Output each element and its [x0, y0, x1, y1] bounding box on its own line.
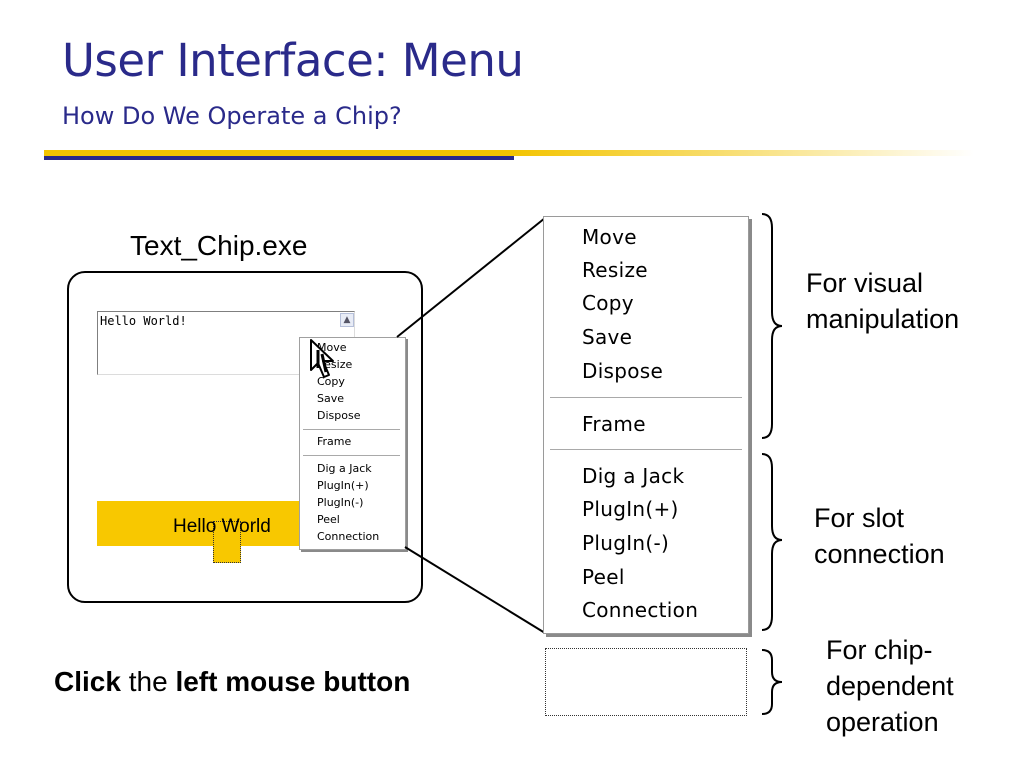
small-menu-item-plugin-plus[interactable]: PlugIn(+) [317, 479, 369, 492]
chip-dependent-menu-placeholder [545, 648, 747, 716]
chip-label: Hello World [173, 516, 271, 537]
large-menu-separator [550, 397, 742, 399]
group-label-line: For visual [806, 268, 924, 298]
small-menu-item-save[interactable]: Save [317, 392, 345, 405]
small-context-menu [299, 337, 406, 550]
large-menu-item-plugin-minus[interactable]: PlugIn(-) [582, 531, 670, 555]
small-menu-item-peel[interactable]: Peel [317, 513, 340, 526]
large-menu-item-plugin-plus[interactable]: PlugIn(+) [582, 497, 679, 521]
instruction-the: the [128, 666, 168, 697]
chevron-up-icon[interactable]: ▲ [340, 313, 354, 327]
large-menu-item-save[interactable]: Save [582, 325, 633, 349]
large-menu-item-dig-a-jack[interactable]: Dig a Jack [582, 464, 685, 488]
small-menu-item-dispose[interactable]: Dispose [317, 409, 361, 422]
group-label-line: connection [814, 539, 945, 569]
instruction-button: left mouse button [175, 666, 411, 697]
large-menu-item-frame[interactable]: Frame [582, 412, 646, 436]
group-label-line: manipulation [806, 304, 960, 334]
instruction-text: Click the left mouse button [54, 666, 410, 698]
large-menu-separator [550, 449, 742, 451]
group-label-line: operation [826, 707, 939, 737]
exe-label: Text_Chip.exe [130, 230, 308, 261]
arrow-cursor-icon [310, 339, 334, 378]
small-menu-item-copy[interactable]: Copy [317, 375, 345, 388]
title-rule-yellow [44, 150, 974, 156]
chip-body-left [97, 501, 213, 546]
chip-plug [213, 521, 241, 563]
small-menu-item-connection[interactable]: Connection [317, 530, 380, 543]
slide-title: User Interface: Menu [62, 34, 524, 87]
large-menu-item-copy[interactable]: Copy [582, 291, 634, 315]
group-label-line: dependent [826, 671, 954, 701]
group-label-chip-dependent: For chip- dependent operation [826, 632, 954, 740]
small-menu-separator [303, 455, 400, 457]
title-rule-blue [44, 156, 514, 160]
group-label-line: For chip- [826, 635, 933, 665]
large-menu-item-peel[interactable]: Peel [582, 565, 625, 589]
small-menu-item-frame[interactable]: Frame [317, 435, 352, 448]
small-menu-item-plugin-minus[interactable]: PlugIn(-) [317, 496, 364, 509]
chip-body-right [240, 501, 300, 546]
instruction-click: Click [54, 666, 121, 697]
small-menu-item-dig-a-jack[interactable]: Dig a Jack [317, 462, 372, 475]
large-menu-item-connection[interactable]: Connection [582, 598, 699, 622]
small-menu-item-move[interactable]: Move [317, 341, 347, 354]
group-label-slot: For slot connection [814, 500, 945, 572]
app-window [67, 271, 423, 603]
slide-subtitle: How Do We Operate a Chip? [62, 102, 402, 130]
group-label-line: For slot [814, 503, 905, 533]
small-menu-separator [303, 429, 400, 431]
large-menu-item-move[interactable]: Move [582, 225, 637, 249]
large-context-menu [543, 216, 749, 634]
large-menu-item-resize[interactable]: Resize [582, 258, 648, 282]
large-menu-item-dispose[interactable]: Dispose [582, 359, 664, 383]
chip-body-middle [213, 501, 240, 521]
text-area-value: Hello World! [100, 314, 187, 328]
group-label-visual: For visual manipulation [806, 265, 959, 337]
